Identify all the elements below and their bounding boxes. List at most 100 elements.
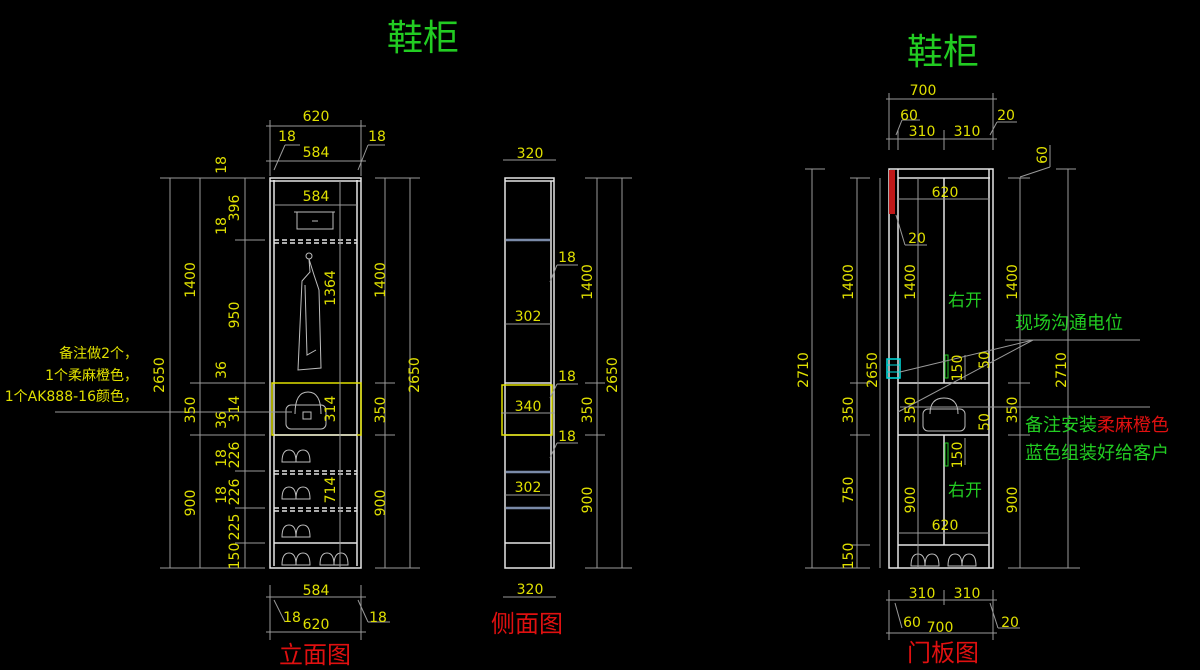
dim-label: 700: [910, 83, 937, 99]
dim-label: 18: [369, 610, 387, 626]
dim-label: 584: [303, 145, 330, 161]
dim-label: 1400: [373, 262, 389, 298]
red-edge-strip: [889, 170, 895, 214]
dim-label: 320: [517, 146, 544, 162]
handle-icon: [944, 354, 949, 379]
dim-label: 950: [227, 302, 243, 329]
handbag-icon: [922, 397, 966, 432]
dim-label: 1400: [580, 264, 596, 300]
dim-label: 350: [903, 397, 919, 424]
dim-label: 340: [515, 399, 542, 415]
dim-label: 20: [997, 108, 1015, 124]
dim-label: 60: [900, 108, 918, 124]
dim-label: 310: [909, 586, 936, 602]
dim-label: 1400: [903, 264, 919, 300]
dim-label: 36: [214, 361, 230, 379]
dim-label: 1400: [183, 262, 199, 298]
dim-label: 20: [1001, 615, 1019, 631]
dim-label: 620: [932, 518, 959, 534]
dim-label: 18: [214, 217, 230, 235]
elevation-cabinet-outline: [269, 177, 362, 569]
dim-label: 18: [368, 129, 386, 145]
dim-label: 900: [580, 487, 596, 514]
dim-label: 584: [303, 583, 330, 599]
dim-label: 2710: [1054, 352, 1070, 388]
dim-label: 18: [278, 129, 296, 145]
dim-label: 18: [283, 610, 301, 626]
dim-label: 1364: [323, 270, 339, 306]
dim-label: 226: [227, 442, 243, 469]
dim-label: 2650: [152, 357, 168, 393]
dim-label: 150: [950, 355, 966, 382]
dim-label: 60: [1035, 146, 1051, 164]
dim-label: 50: [977, 351, 993, 369]
elevation-view-label: 立面图: [279, 641, 351, 669]
dim-label: 18: [214, 156, 230, 174]
dim-label: 350: [1005, 397, 1021, 424]
handbag-icon: [285, 391, 327, 430]
dim-label: 150: [227, 543, 243, 570]
dim-label: 1400: [841, 264, 857, 300]
dim-label: 900: [373, 490, 389, 517]
power-outlet-icon: [886, 358, 901, 379]
dim-label: 36: [214, 411, 230, 429]
dim-label: 350: [373, 397, 389, 424]
dim-label: 18: [214, 486, 230, 504]
door-panel-view: 700 60 20 310 310 60 620 20 2710 1400 35…: [796, 83, 1169, 667]
dim-label: 2710: [796, 352, 812, 388]
dim-label: 1400: [1005, 264, 1021, 300]
side-cabinet-outline: [504, 177, 555, 569]
dim-label: 350: [183, 397, 199, 424]
dim-label: 350: [580, 397, 596, 424]
dim-label: 150: [950, 442, 966, 469]
dim-label: 225: [227, 514, 243, 541]
dim-label: 2650: [605, 357, 621, 393]
dim-label: 226: [227, 479, 243, 506]
dim-label: 700: [927, 620, 954, 636]
dim-label: 584: [303, 189, 330, 205]
dim-label: 310: [954, 124, 981, 140]
elevation-highlight-box: [271, 382, 362, 436]
dim-label: 50: [977, 413, 993, 431]
dim-label: 18: [558, 429, 576, 445]
handle-icon: [944, 442, 949, 467]
dim-label: 60: [903, 615, 921, 631]
install-note-color: 柔麻橙色: [1097, 415, 1169, 436]
elevation-note-line: 备注做2个，: [59, 345, 138, 362]
dim-label: 2650: [407, 357, 423, 393]
open-direction-label: 右开: [948, 481, 982, 501]
elevation-view: 620 18 18 584 584 2650 1400 350 900 18 3…: [5, 109, 423, 669]
install-note-prefix: 备注安装: [1025, 415, 1097, 436]
dim-label: 750: [841, 477, 857, 504]
power-note: 现场沟通电位: [1015, 313, 1123, 334]
dim-label: 302: [515, 480, 542, 496]
dim-label: 150: [841, 543, 857, 570]
elevation-title: 鞋柜: [387, 18, 459, 59]
shoes-icon: [910, 553, 977, 567]
dim-label: 310: [909, 124, 936, 140]
dim-label: 18: [558, 250, 576, 266]
dim-label: 18: [214, 449, 230, 467]
door-view-label: 门板图: [907, 639, 979, 667]
dim-label: 314: [227, 396, 243, 423]
dim-label: 314: [323, 396, 339, 423]
elevation-note-line: 1个AK888-16颜色，: [5, 388, 138, 405]
side-view-label: 侧面图: [491, 610, 563, 638]
dim-label: 2650: [865, 352, 881, 388]
door-cabinet-outline: [888, 168, 994, 569]
side-highlight-box: [501, 384, 553, 436]
dim-label: 900: [903, 487, 919, 514]
coat-hanger-icon: [297, 252, 322, 371]
dim-label: 900: [183, 490, 199, 517]
dim-label: 396: [227, 195, 243, 222]
dim-label: 350: [841, 397, 857, 424]
dim-label: 714: [323, 477, 339, 504]
open-direction-label: 右开: [948, 291, 982, 311]
shoes-icon: [281, 449, 349, 566]
dim-label: 900: [1005, 487, 1021, 514]
dim-label: 302: [515, 309, 542, 325]
door-title: 鞋柜: [907, 32, 979, 73]
dim-label: 620: [303, 109, 330, 125]
dim-label: 310: [954, 586, 981, 602]
